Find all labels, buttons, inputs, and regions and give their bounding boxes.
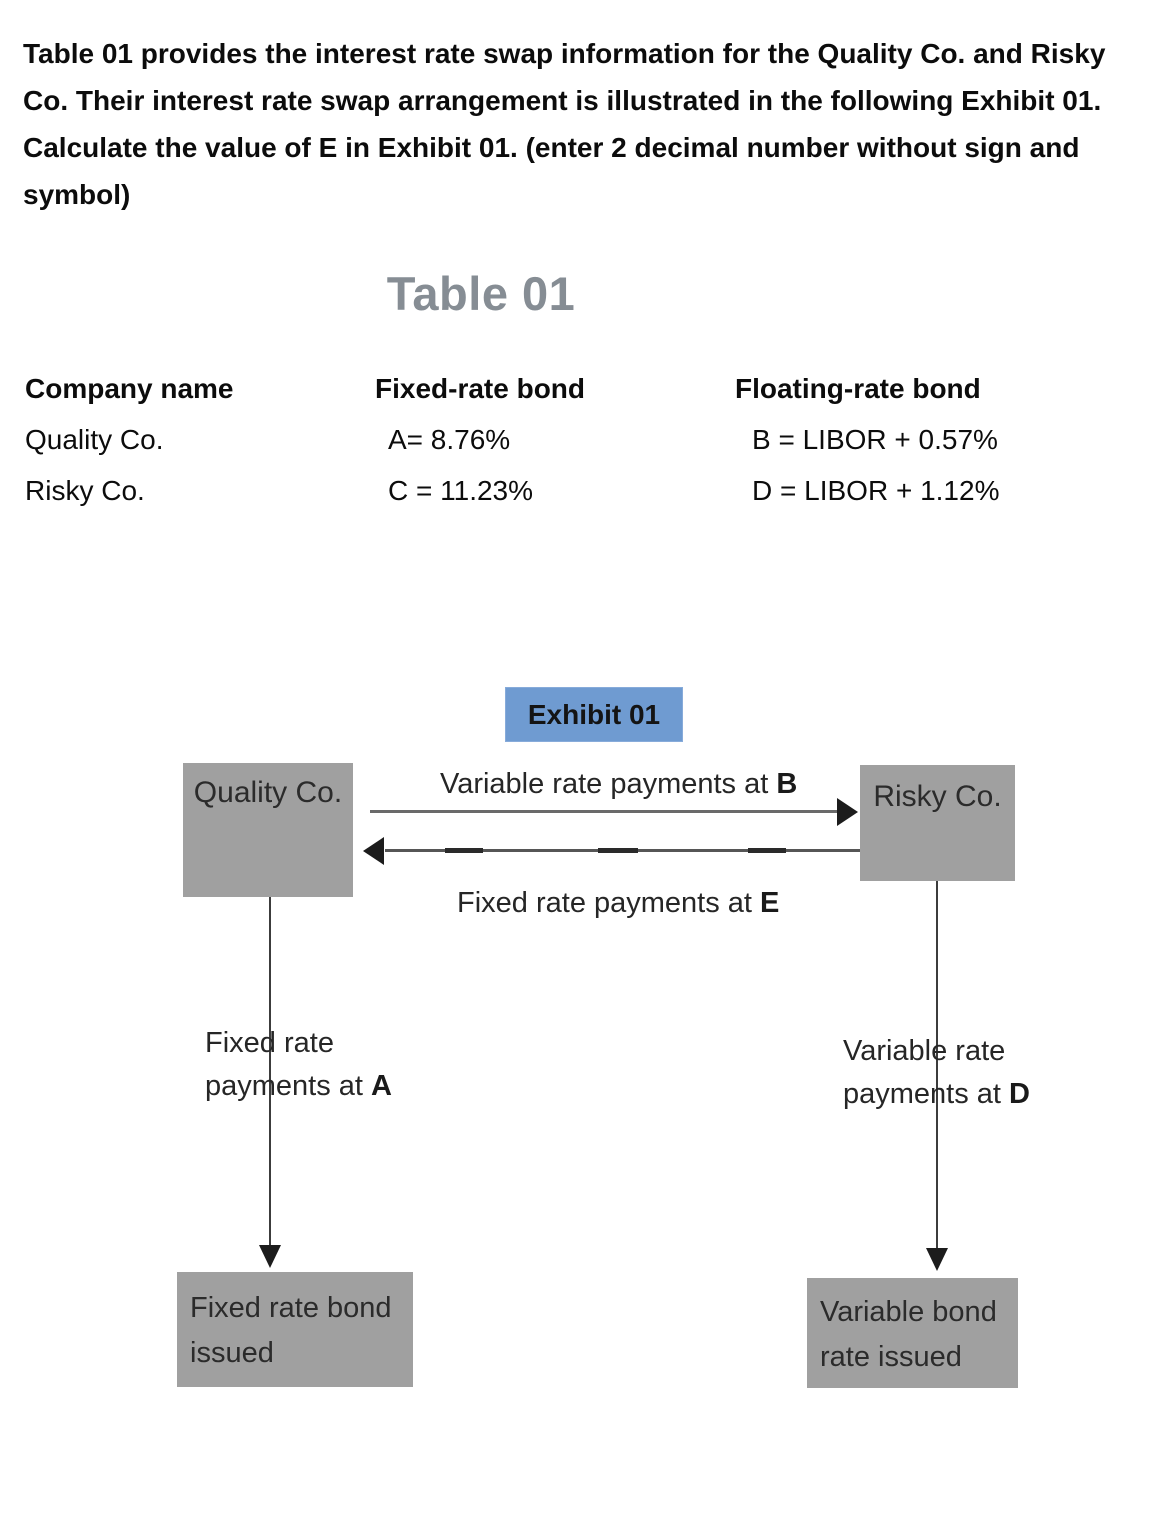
right-vertical-label-var-d: D — [1009, 1078, 1030, 1110]
left-vertical-label-line2: payments at — [205, 1070, 372, 1102]
right-vertical-line — [936, 881, 938, 1248]
left-vertical-label-var-a: A — [371, 1070, 392, 1102]
table-row-quality-floating: B = LIBOR + 0.57% — [752, 424, 998, 455]
question-emphasis-e: E — [318, 132, 338, 163]
right-vertical-label: Variable rate payments at D — [843, 1030, 1030, 1116]
table-row-quality-fixed: A= 8.76% — [388, 424, 511, 455]
left-vertical-label-line1: Fixed rate — [205, 1027, 334, 1059]
top-arrow-line — [370, 810, 840, 813]
question-text-part2: in Exhibit 01. (enter 2 decimal number w… — [23, 132, 1080, 210]
fixed-rate-bond-issued-line2: issued — [190, 1337, 274, 1369]
right-vertical-label-line1: Variable rate — [843, 1035, 1006, 1067]
quality-co-box: Quality Co. — [183, 763, 353, 897]
top-arrow-label-var-b: B — [776, 768, 798, 800]
bottom-arrow-line-segment — [445, 848, 483, 853]
table-row-risky-company: Risky Co. — [25, 475, 145, 506]
question-text-part1: Table 01 provides the interest rate swap… — [23, 38, 1106, 163]
right-vertical-label-line2: payments at — [843, 1078, 1010, 1110]
table-row-quality-company: Quality Co. — [25, 424, 164, 455]
table-header-company: Company name — [25, 373, 234, 404]
variable-bond-rate-issued-line1: Variable bond — [820, 1296, 997, 1328]
bottom-arrow-line-segment — [598, 848, 638, 853]
question-text: Table 01 provides the interest rate swap… — [23, 30, 1141, 218]
left-vertical-arrow-head-icon — [259, 1245, 281, 1268]
bottom-arrow-label: Fixed rate payments at E — [457, 882, 779, 925]
fixed-rate-bond-issued-box: Fixed rate bond issued — [177, 1272, 413, 1387]
table-row-risky-floating: D = LIBOR + 1.12% — [752, 475, 1000, 506]
top-arrow-label-text: Variable rate payments at — [440, 768, 777, 800]
bottom-arrow-head-icon — [363, 837, 384, 865]
risky-co-box: Risky Co. — [860, 765, 1015, 881]
table-header-fixed: Fixed-rate bond — [375, 373, 586, 404]
right-vertical-arrow-head-icon — [926, 1248, 948, 1271]
left-vertical-label: Fixed rate payments at A — [205, 1022, 392, 1108]
exhibit-title: Exhibit 01 — [505, 687, 683, 742]
table-title: Table 01 — [386, 267, 576, 320]
bottom-arrow-label-var-e: E — [760, 887, 780, 919]
variable-bond-rate-issued-box: Variable bond rate issued — [807, 1278, 1018, 1388]
left-vertical-line — [269, 897, 271, 1245]
top-arrow-head-icon — [837, 798, 858, 826]
table-header-floating: Floating-rate bond — [735, 373, 981, 404]
variable-bond-rate-issued-line2: rate issued — [820, 1341, 962, 1373]
top-arrow-label: Variable rate payments at B — [440, 763, 797, 806]
table-row-risky-fixed: C = 11.23% — [388, 475, 534, 506]
bottom-arrow-label-text: Fixed rate payments at — [457, 887, 761, 919]
bottom-arrow-line-segment — [748, 848, 786, 853]
fixed-rate-bond-issued-line1: Fixed rate bond — [190, 1292, 392, 1324]
